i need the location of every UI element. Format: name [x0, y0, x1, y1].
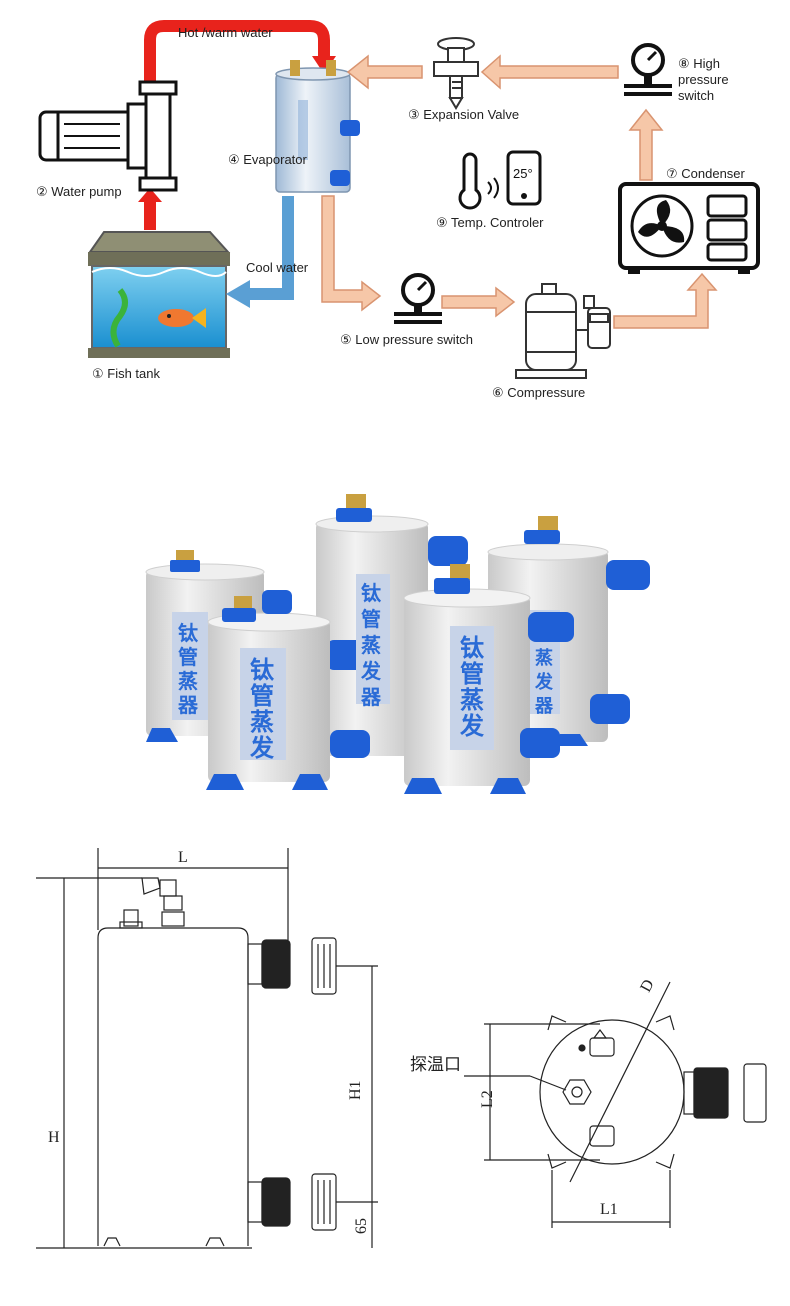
- product-label-text: 钛管蒸发器: [360, 581, 382, 709]
- fish-tank-label: ① Fish tank: [92, 366, 161, 381]
- temp-controller-label: ⑨ Temp. Controler: [436, 215, 544, 230]
- high-pressure-switch-label-3: switch: [678, 88, 714, 103]
- hot-water-label: Hot /warm water: [178, 25, 273, 40]
- compressor-icon: [515, 283, 611, 379]
- product-label-text: 管蒸发器: [534, 623, 554, 717]
- cool-water-label: Cool water: [246, 260, 309, 275]
- dimension-label-65: 65: [353, 1218, 370, 1234]
- high-pressure-switch-icon: [624, 43, 672, 96]
- refrigerant-arrows: [321, 54, 718, 329]
- high-pressure-switch-label-2: pressure: [678, 72, 729, 87]
- high-pressure-switch-label-1: ⑧ High: [678, 56, 720, 71]
- low-pressure-switch-icon: [394, 273, 442, 324]
- thermostat-display-value: 25°: [513, 166, 533, 181]
- dimension-label-H1: H1: [347, 1080, 364, 1100]
- evaporator-unit-tall: 钛管蒸发器: [315, 494, 468, 758]
- condenser-icon: [618, 182, 760, 274]
- cool-water-arrow: [226, 196, 294, 308]
- dimension-label-D: D: [637, 977, 657, 995]
- dimension-label-L2: L2: [479, 1090, 496, 1108]
- probe-port-label: 探温口: [410, 1055, 461, 1075]
- evaporator-icon: [275, 60, 360, 193]
- side-view-drawing: [36, 848, 378, 1249]
- expansion-valve-icon: [433, 37, 479, 110]
- product-photo: 钛管蒸器 钛管蒸发器: [145, 494, 650, 794]
- evaporator-unit-front-center: 钛管蒸发: [403, 564, 574, 794]
- flow-diagram: Hot /warm water ② Water pump ① Fis: [36, 20, 760, 400]
- dimension-label-L1: L1: [600, 1201, 618, 1218]
- evaporator-unit-front-left: 钛管蒸发: [206, 590, 331, 790]
- thermometer-icon: [458, 152, 499, 210]
- fish-tank-icon: [88, 231, 231, 358]
- compressor-label: ⑥ Compressure: [492, 385, 585, 400]
- dimension-label-L: L: [178, 849, 188, 866]
- thermostat-display-icon: 25°: [506, 150, 542, 206]
- water-pump-label: ② Water pump: [36, 184, 122, 199]
- product-label-text: 钛管蒸发: [249, 656, 275, 762]
- product-label-text: 钛管蒸器: [177, 621, 199, 717]
- low-pressure-switch-label: ⑤ Low pressure switch: [340, 332, 473, 347]
- water-pump-icon: [38, 80, 178, 192]
- condenser-label: ⑦ Condenser: [666, 166, 746, 181]
- top-view-drawing: [464, 981, 767, 1228]
- expansion-valve-label: ③ Expansion Valve: [408, 107, 519, 122]
- product-label-text: 钛管蒸发: [459, 634, 485, 740]
- hot-water-arrow: [138, 20, 336, 230]
- evaporator-label: ④ Evaporator: [228, 152, 308, 167]
- dimension-label-H: H: [48, 1129, 60, 1146]
